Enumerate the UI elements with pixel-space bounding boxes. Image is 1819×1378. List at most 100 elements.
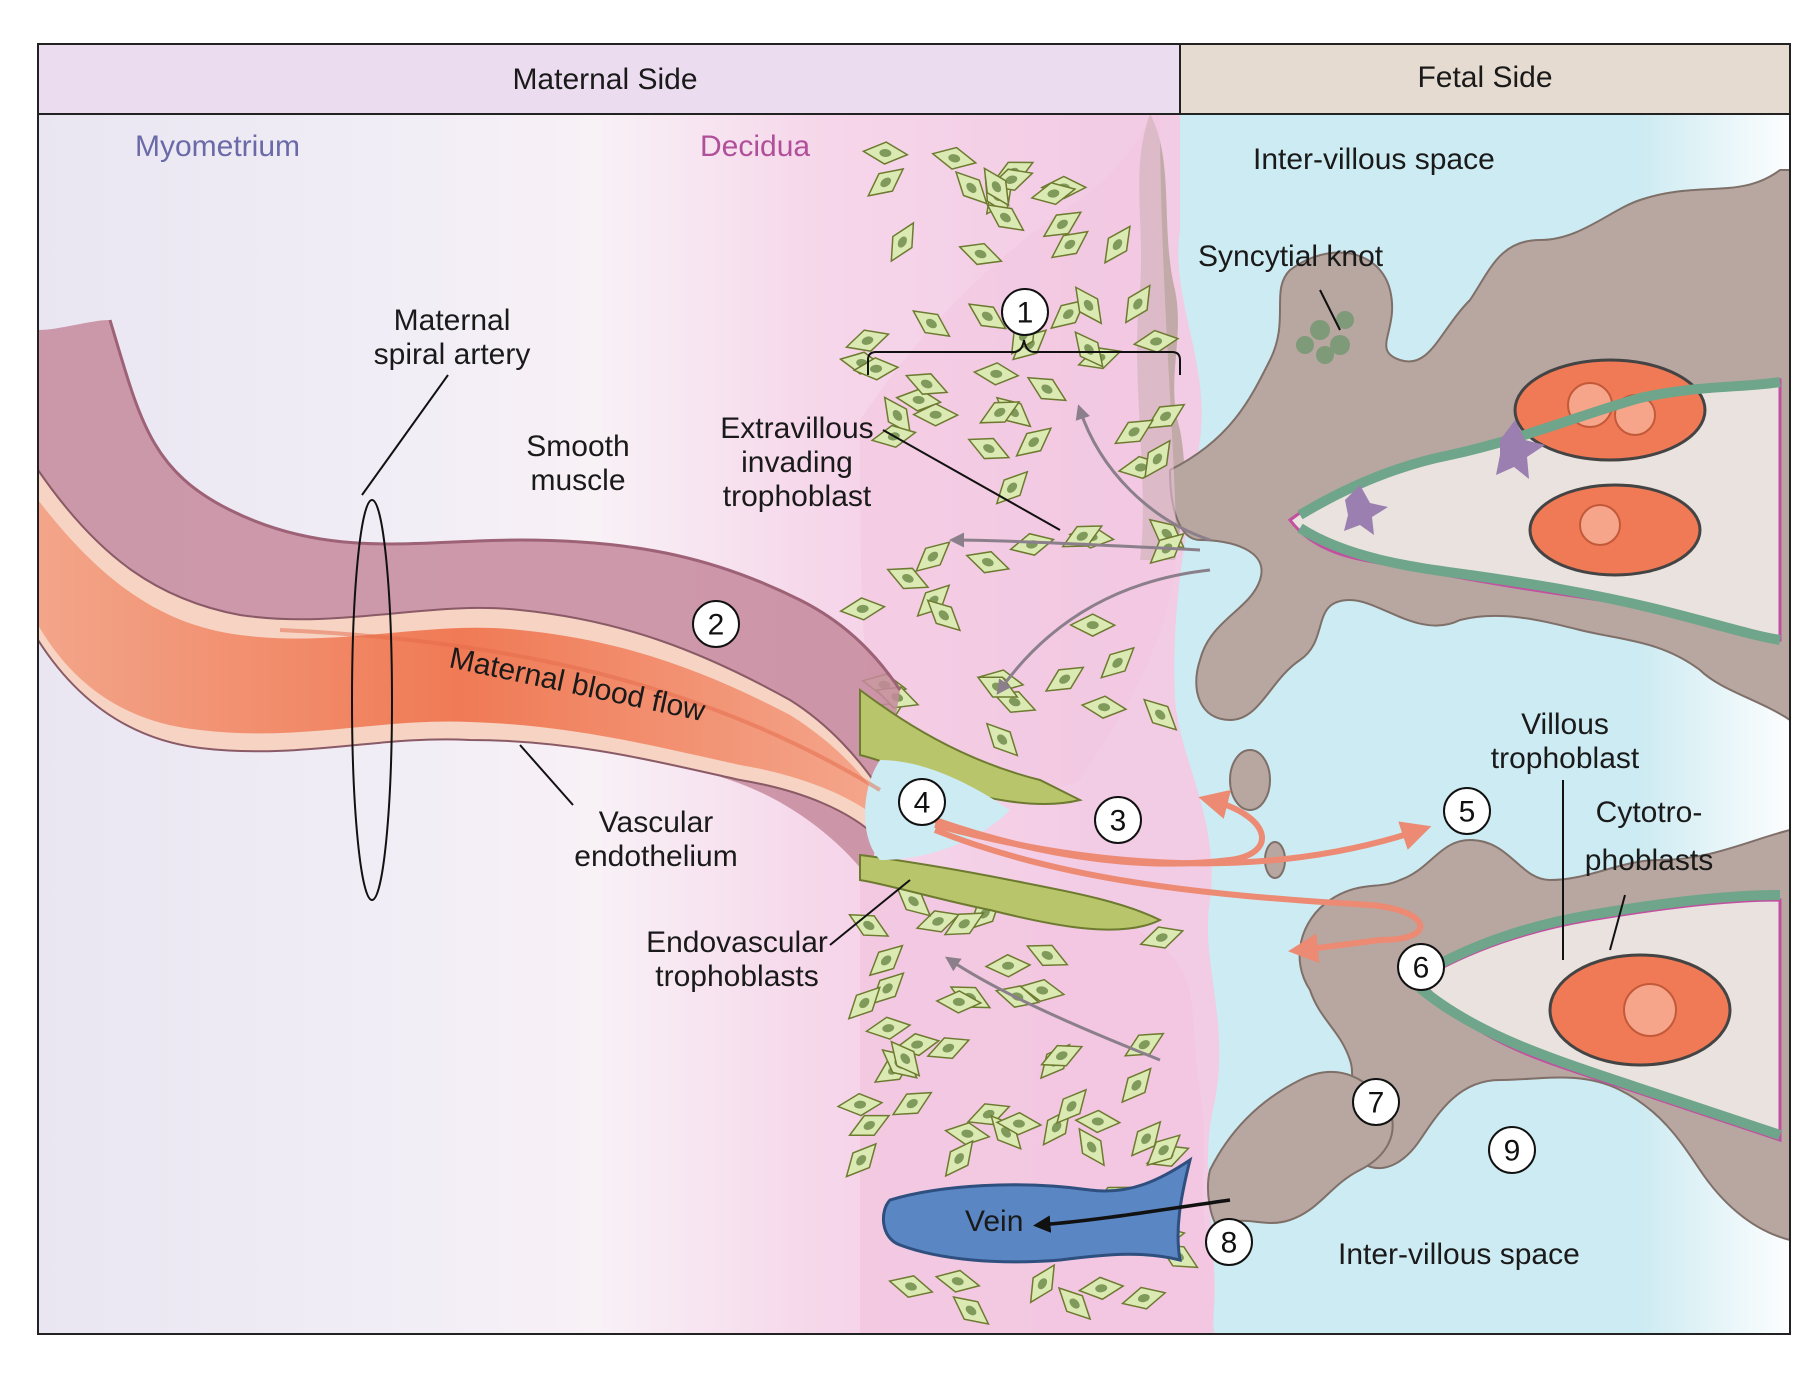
- trophoblast-cell: [1050, 230, 1090, 259]
- flow-arrow-6: [933, 827, 1424, 964]
- trophoblast-cell: [1061, 525, 1104, 548]
- vein-shape: [881, 1156, 1193, 1264]
- cytotrophoblast-layer: [1416, 984, 1782, 1140]
- trophoblast-cell: [1018, 978, 1066, 1003]
- trophoblast-cell: [1132, 329, 1180, 354]
- trophoblast-cell: [967, 437, 1011, 460]
- trophoblast-cell: [983, 166, 1010, 207]
- trophoblast-cell: [1124, 284, 1151, 324]
- venous-return-arrow: [1033, 1198, 1231, 1233]
- trophoblast-cell: [1078, 1127, 1105, 1167]
- marker-8: 8: [1205, 1218, 1253, 1266]
- trophoblast-cell: [890, 1040, 921, 1077]
- label-extravillous-1: Extravillous: [720, 412, 873, 445]
- trophoblast-cell: [972, 362, 1020, 386]
- trophoblast-cell: [965, 550, 1011, 574]
- svg-text:7: 7: [1368, 1087, 1385, 1120]
- trophoblast-cell: [1040, 1044, 1084, 1067]
- trophoblast-cell: [844, 329, 891, 352]
- label-extravillous-3: trophoblast: [723, 480, 872, 513]
- trophoblast-cell: [984, 953, 1032, 978]
- trophoblast-cell: [967, 303, 1008, 330]
- marker-3: 3: [1094, 796, 1142, 844]
- trophoblast-cell: [1080, 695, 1128, 719]
- trophoblast-cell: [886, 567, 930, 590]
- svg-text:9: 9: [1504, 1135, 1521, 1168]
- label-cytotrophoblasts-1: Cytotro-: [1596, 796, 1703, 829]
- artery-lumen: [38, 500, 880, 820]
- red-blood-cell: [1623, 983, 1677, 1037]
- marker-4: 4: [898, 778, 946, 826]
- trophoblast-cell: [995, 1111, 1043, 1136]
- trophoblast-cell: [1077, 1276, 1125, 1301]
- trophoblast-cell: [1146, 1134, 1182, 1167]
- svg-text:3: 3: [1110, 805, 1127, 838]
- trophoblast-cell: [985, 722, 1019, 757]
- header-fetal-side: Fetal Side: [1417, 61, 1552, 94]
- header-fetal-bar: [1180, 45, 1789, 113]
- trophoblast-cell: [944, 1139, 974, 1178]
- trophoblast-cell: [978, 401, 1021, 424]
- trophoblast-cell: [1042, 211, 1083, 238]
- trophoblast-cell: [1130, 1120, 1162, 1157]
- trophoblast-cell: [1029, 1263, 1056, 1304]
- trophoblast-cell: [995, 470, 1029, 505]
- label-extravillous-2: invading: [741, 446, 853, 479]
- villus-fragment: [1230, 1179, 1250, 1191]
- invasion-arrow: [996, 568, 1211, 695]
- trophoblast-cell: [836, 1092, 884, 1117]
- trophoblast-cell: [861, 141, 909, 165]
- extravillous-trophoblast-cells: [836, 141, 1199, 1325]
- label-syncytial-knot: Syncytial knot: [1198, 240, 1384, 273]
- label-villous-trophoblast-2: trophoblast: [1491, 742, 1640, 775]
- trophoblast-cell: [839, 597, 887, 621]
- main-frame: [37, 113, 1791, 1335]
- villus-fragment: [1229, 749, 1271, 811]
- trophoblast-cell: [1015, 427, 1053, 457]
- trophoblast-cell: [1113, 419, 1155, 445]
- svg-text:6: 6: [1413, 952, 1430, 985]
- trophoblast-cell: [848, 1114, 891, 1137]
- trophoblast-cell: [935, 990, 983, 1014]
- region-decidua: Decidua: [700, 130, 810, 163]
- trophoblast-cell: [911, 310, 951, 338]
- trophoblast-cell: [1069, 613, 1117, 637]
- trophoblast-cell: [1057, 1286, 1092, 1321]
- label-vein: Vein: [965, 1205, 1023, 1238]
- trophoblast-cell: [1145, 403, 1186, 429]
- trophoblast-cell: [931, 146, 978, 170]
- trophoblast-cell: [1026, 376, 1068, 402]
- trophoblast-cell: [943, 912, 985, 936]
- red-blood-cell: [1579, 504, 1621, 546]
- label-vascular-endothelium-2: endothelium: [574, 840, 737, 873]
- trophoblast-cell: [1074, 1109, 1122, 1134]
- region-intervillous-bottom: Inter-villous space: [1338, 1238, 1580, 1271]
- svg-text:4: 4: [914, 787, 931, 820]
- trophoblast-cell: [847, 986, 881, 1020]
- trophoblast-cell: [934, 1269, 981, 1293]
- artery-outer-wall: [108, 319, 902, 691]
- trophoblast-cell: [1144, 439, 1171, 479]
- trophoblast-cell: [895, 885, 932, 917]
- svg-text:8: 8: [1221, 1227, 1238, 1260]
- trophoblast-cell: [926, 599, 962, 632]
- region-intervillous-top: Inter-villous space: [1253, 143, 1495, 176]
- trophoblast-cell: [1139, 926, 1185, 949]
- trophoblast-cell: [868, 944, 904, 977]
- trophoblast-cell: [926, 1037, 971, 1060]
- trophoblast-cell: [1030, 181, 1077, 206]
- trophoblast-cell: [1055, 1088, 1088, 1125]
- invasion-arrow: [945, 956, 1161, 1062]
- label-endovascular-2: trophoblasts: [655, 960, 818, 993]
- syncytial-knot: [1296, 311, 1354, 364]
- label-villous-trophoblast-1: Villous: [1521, 708, 1609, 741]
- cytotrophoblast-layer: [1297, 377, 1781, 520]
- marker-5: 5: [1443, 787, 1491, 835]
- marker-6: 6: [1397, 943, 1445, 991]
- invasion-arrow: [949, 532, 1201, 552]
- leader-lines: [361, 289, 1626, 960]
- label-maternal-spiral-artery-1: Maternal: [394, 304, 511, 337]
- label-maternal-spiral-artery-2: spiral artery: [374, 338, 531, 371]
- blood-flow-stream: [279, 628, 882, 792]
